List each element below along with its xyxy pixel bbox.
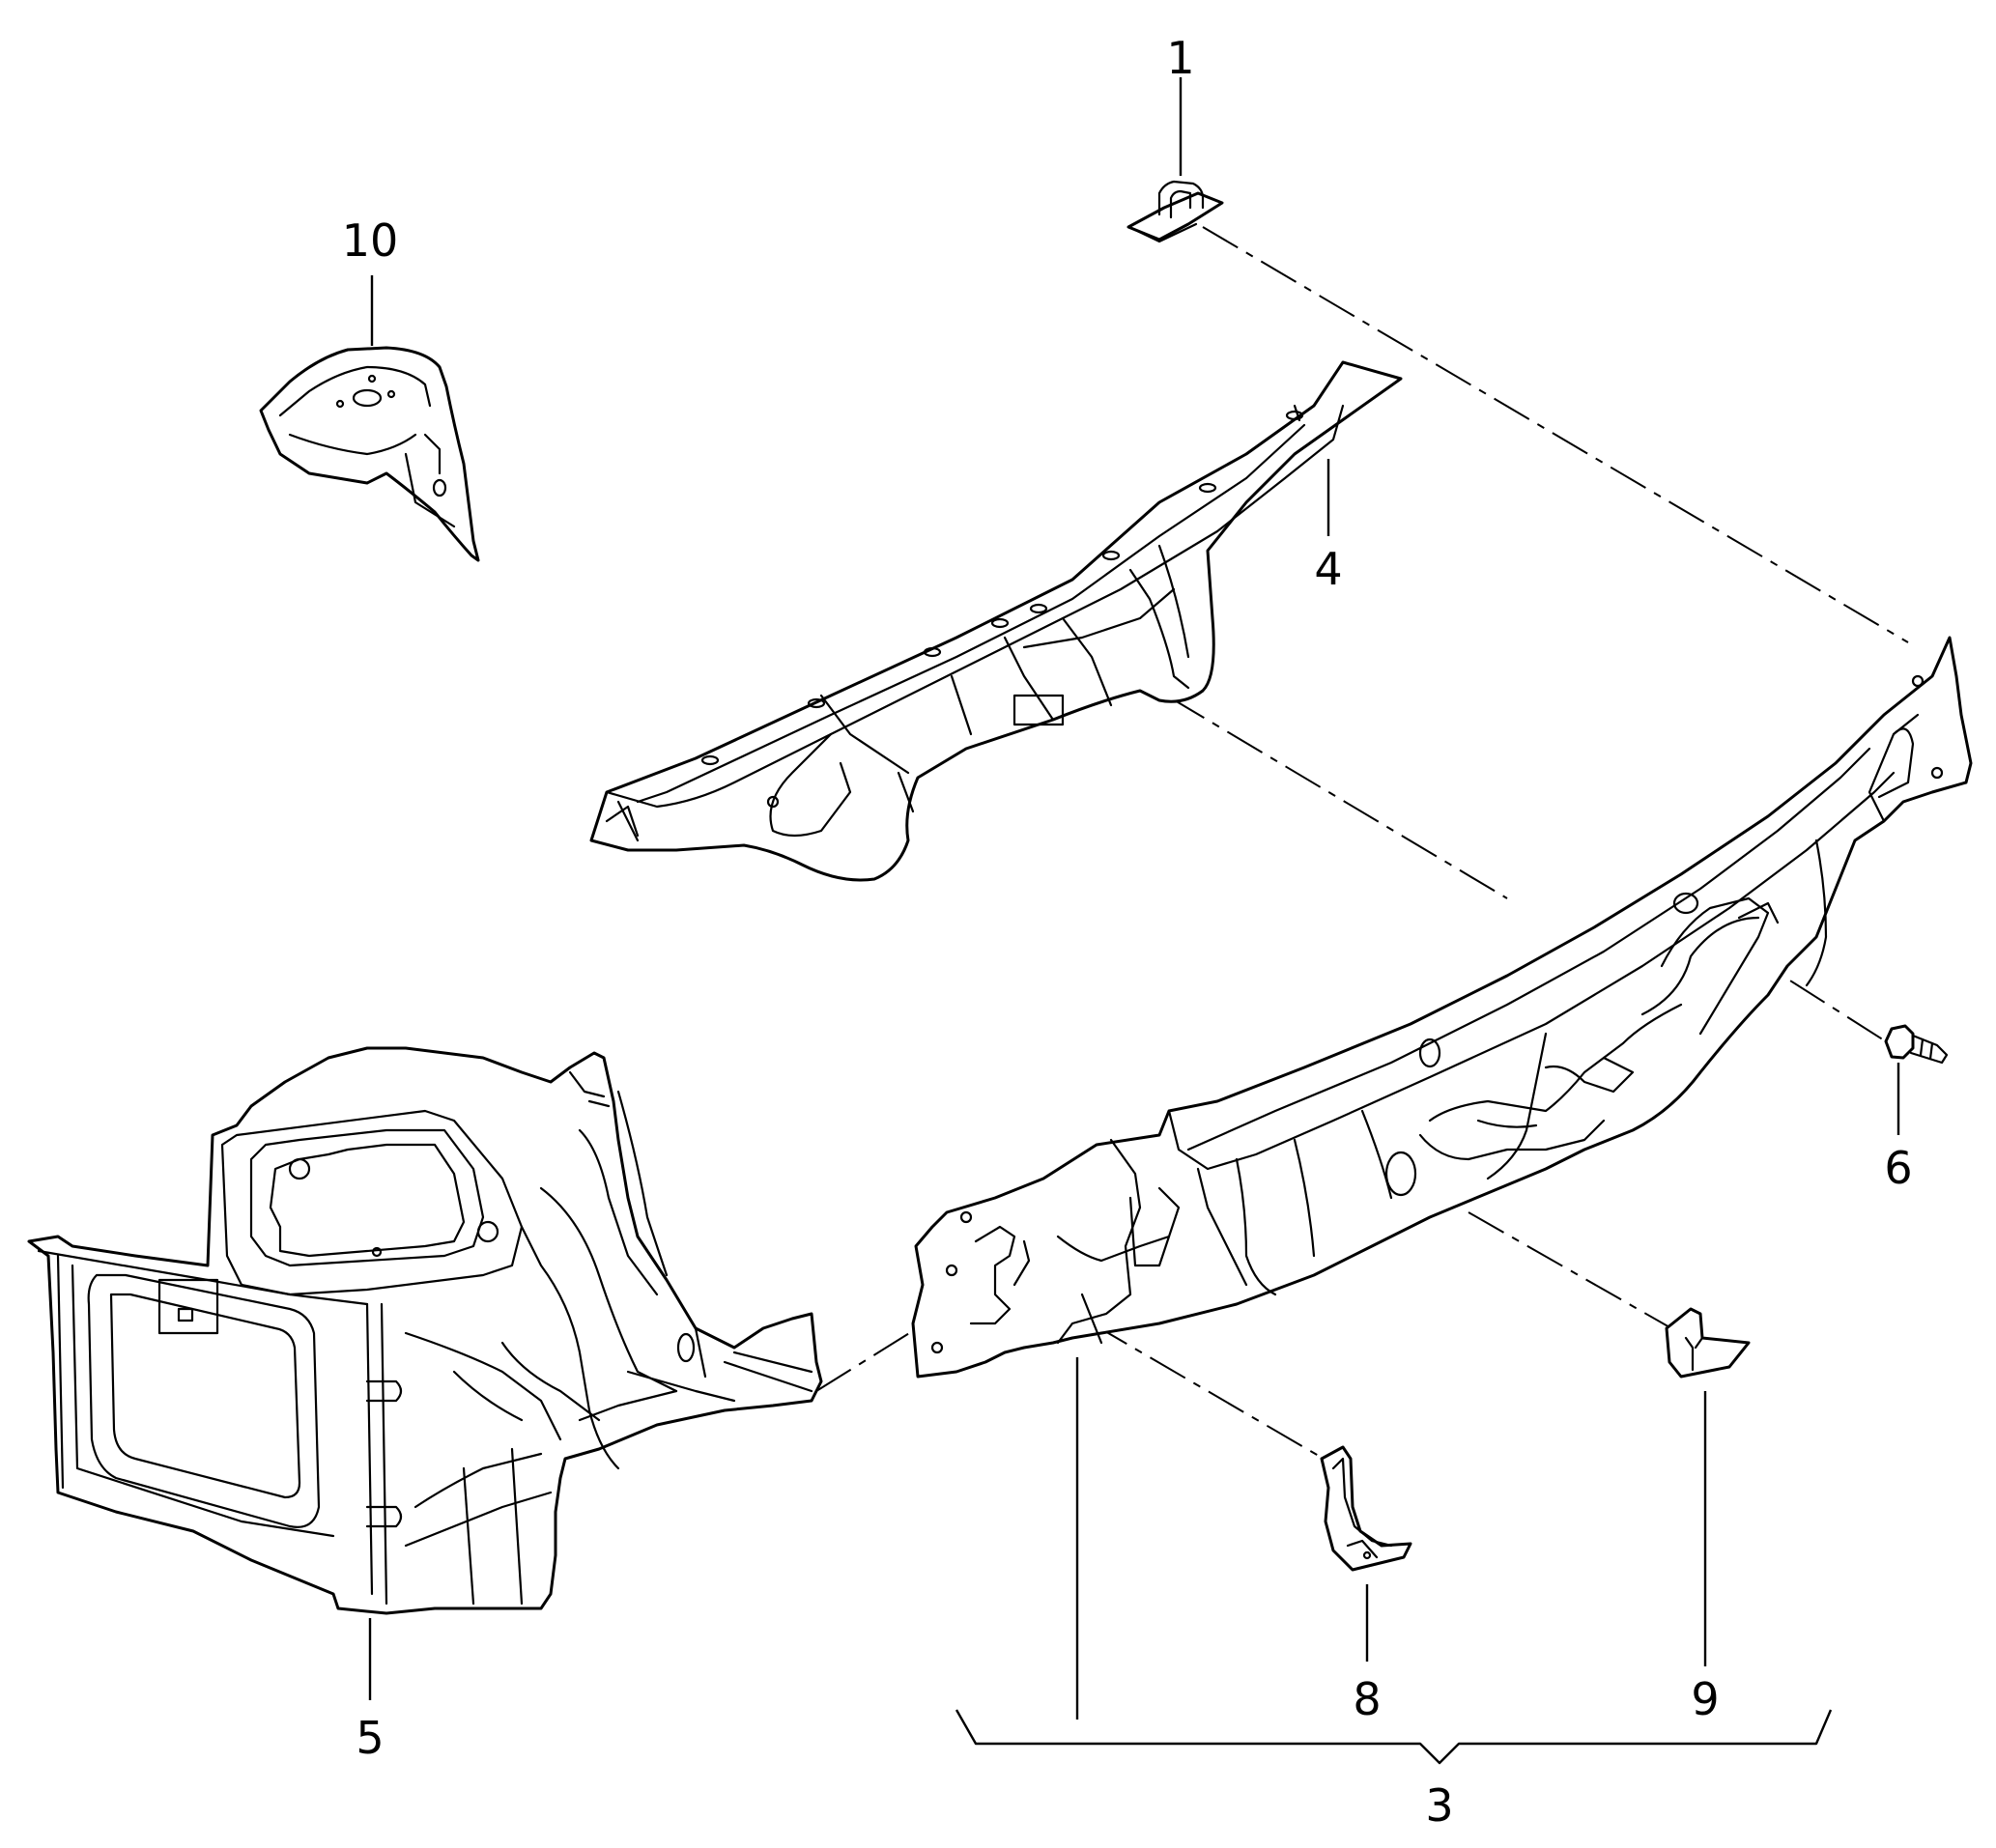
dash-line-part-6 (1675, 907, 1890, 1044)
part-6-bolt[interactable] (1884, 1024, 1949, 1065)
callout-3: 3 (1425, 1779, 1453, 1832)
part-9-bracket[interactable] (1665, 1307, 1751, 1379)
part-5-wheelhouse[interactable] (27, 1046, 823, 1615)
part-1-clip[interactable] (1126, 180, 1224, 243)
callout-10: 10 (342, 214, 399, 267)
part-8-bracket[interactable] (1320, 1445, 1412, 1572)
callout-8: 8 (1353, 1673, 1381, 1725)
callout-9: 9 (1691, 1673, 1719, 1725)
callout-labels: 1 10 4 6 5 8 9 3 (342, 32, 1913, 1832)
callout-1: 1 (1166, 32, 1194, 84)
dash-line-part-8 (1091, 1322, 1325, 1460)
callout-5: 5 (356, 1712, 384, 1764)
leader-lines (368, 77, 1900, 1720)
dash-line-part-1 (1202, 226, 1909, 643)
part-10-bracket[interactable] (259, 346, 480, 562)
callout-4: 4 (1314, 543, 1342, 595)
group-bracket-3 (955, 1709, 1833, 1765)
dash-line-part-9 (1468, 1211, 1672, 1329)
part-4-crossmember[interactable] (589, 360, 1403, 882)
callout-6: 6 (1884, 1142, 1912, 1194)
part-3-rear-panel[interactable] (911, 636, 1973, 1379)
